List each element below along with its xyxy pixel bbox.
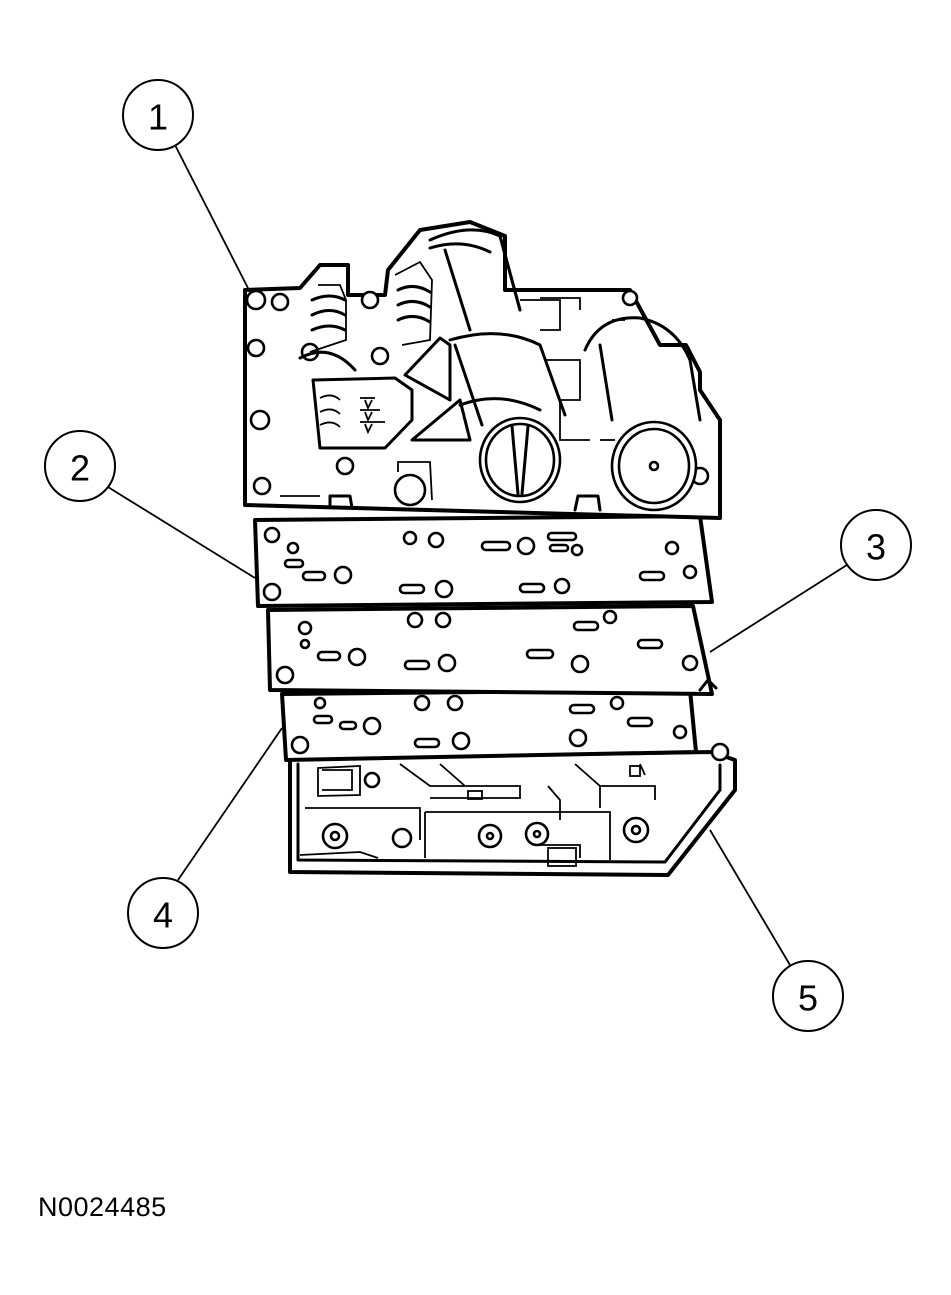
- callout-3-label: 3: [866, 527, 886, 568]
- leader-line-5: [709, 829, 791, 966]
- separator-plate-upper: [253, 514, 714, 608]
- callout-3: 3: [840, 509, 912, 581]
- figure-id: N0024485: [38, 1192, 167, 1222]
- callout-2-label: 2: [70, 448, 90, 489]
- callout-5-label: 5: [798, 978, 818, 1019]
- callout-5: 5: [772, 960, 844, 1032]
- upper-valve-body: [243, 220, 722, 520]
- callout-1: 1: [122, 79, 194, 151]
- callout-4-label: 4: [153, 895, 173, 936]
- leader-line-4: [177, 727, 283, 881]
- leader-line-3: [709, 562, 851, 653]
- leader-line-2: [107, 486, 256, 579]
- callout-4: 4: [127, 877, 199, 949]
- callout-1-label: 1: [148, 97, 168, 138]
- separator-plate-lower: [280, 688, 698, 762]
- leader-lines: [107, 144, 851, 966]
- leader-line-1: [174, 144, 251, 293]
- callout-2: 2: [44, 430, 116, 502]
- gasket-plate-middle: [266, 604, 718, 696]
- lower-valve-body: [288, 742, 737, 877]
